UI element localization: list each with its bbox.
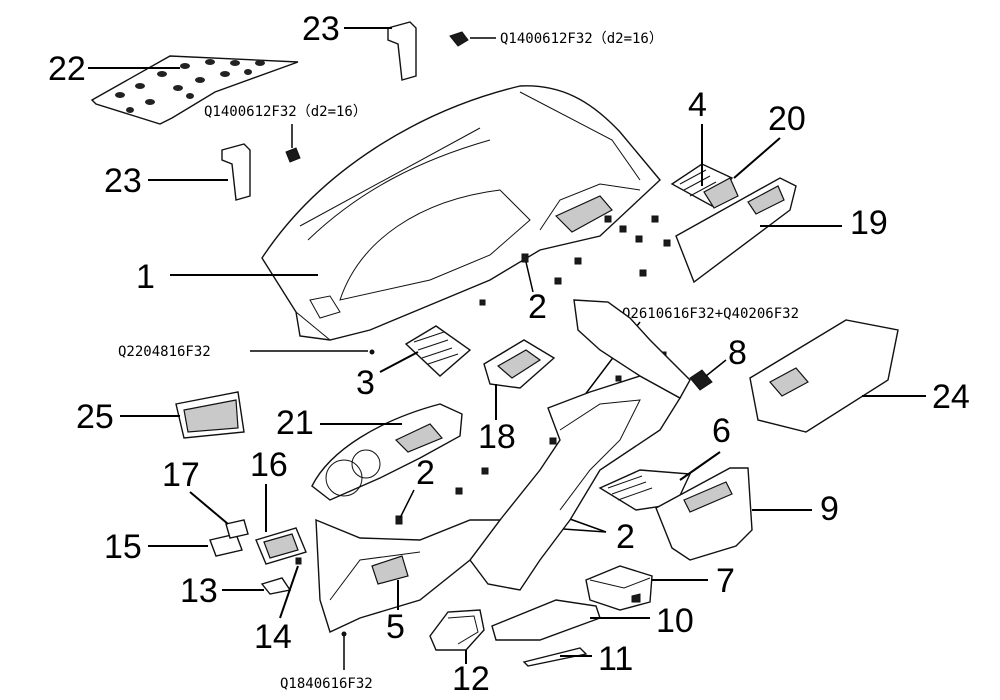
leader-3 [379,351,419,373]
callout-18: 18 [478,418,516,456]
callout-19: 19 [850,204,888,242]
callout-16: 16 [250,446,288,484]
callout-23-top: 23 [302,10,340,48]
callout-22: 22 [48,50,86,88]
part-16-switch-panel [255,527,307,565]
callout-10: 10 [656,602,694,640]
callout-14: 14 [254,618,292,656]
leader-2-middle [399,489,415,519]
part-10-tray [491,599,601,641]
part-18-center-bezel [483,339,556,389]
part-14-clip [295,557,302,565]
part-13-switch [260,577,292,595]
leader-2-upper [525,261,534,293]
callout-13: 13 [180,572,218,610]
callout-5: 5 [386,608,405,646]
callout-12: 12 [452,660,490,698]
callout-24: 24 [932,378,970,416]
clip-icon-top [449,31,469,47]
screw-icon-left [369,349,375,355]
part-4-air-vent-right [670,163,739,209]
leader-14 [279,565,299,619]
callout-3: 3 [356,364,375,402]
leader-17 [189,491,229,525]
callout-2-upper: 2 [528,288,547,326]
part-24-glove-box [749,319,899,433]
part-8-clip [689,369,713,391]
callout-2-lower: 2 [616,518,635,556]
callout-9: 9 [820,490,839,528]
part-23-bracket-top [387,21,417,81]
code-screw-left: Q2204816F32 [118,344,211,360]
fasteners-group [395,215,671,529]
callout-6: 6 [712,412,731,450]
code-clip-top: Q1400612F32（d2=16） [500,31,663,47]
callout-23-left: 23 [104,162,142,200]
part-6-center-vents [598,469,692,511]
part-12-small-tray [429,609,485,651]
part-9-center-panel [655,467,753,561]
callout-1: 1 [136,258,155,296]
callout-15: 15 [104,528,142,566]
part-3-air-vent-left [404,325,472,377]
code-clip-mid: Q1400612F32（d2=16） [204,104,367,120]
callout-4: 4 [688,86,707,124]
callout-11: 11 [598,640,633,678]
leader-8 [705,359,727,377]
callout-17: 17 [162,456,200,494]
part-25-module [175,391,245,439]
callout-2-middle: 2 [416,454,435,492]
center-console-frame [469,299,691,591]
clip-icon-mid [285,147,301,163]
part-17-switch [225,519,249,539]
callout-25: 25 [76,398,114,436]
code-screw-bottom: Q1840616F32 [280,676,373,692]
callout-7: 7 [716,562,735,600]
part-15-switch [209,533,243,557]
leader-6 [679,451,721,481]
part-5-lower-panel-left [315,518,502,633]
part-11-trim-strip [522,647,588,667]
callout-20: 20 [768,100,806,138]
part-1-instrument-panel [261,85,661,341]
leader-20 [733,137,781,179]
code-screw-center: Q2610616F32+Q40206F32 [622,306,799,322]
callout-21: 21 [276,404,314,442]
screw-icon-bottom [341,631,347,637]
part-22-insulation-pad [90,55,299,125]
part-7-storage-box [585,565,653,611]
part-23-bracket-left [221,143,251,201]
part-21-cluster-hood [311,403,463,501]
callout-8: 8 [728,334,747,372]
part-19-side-trim-right [675,177,797,284]
